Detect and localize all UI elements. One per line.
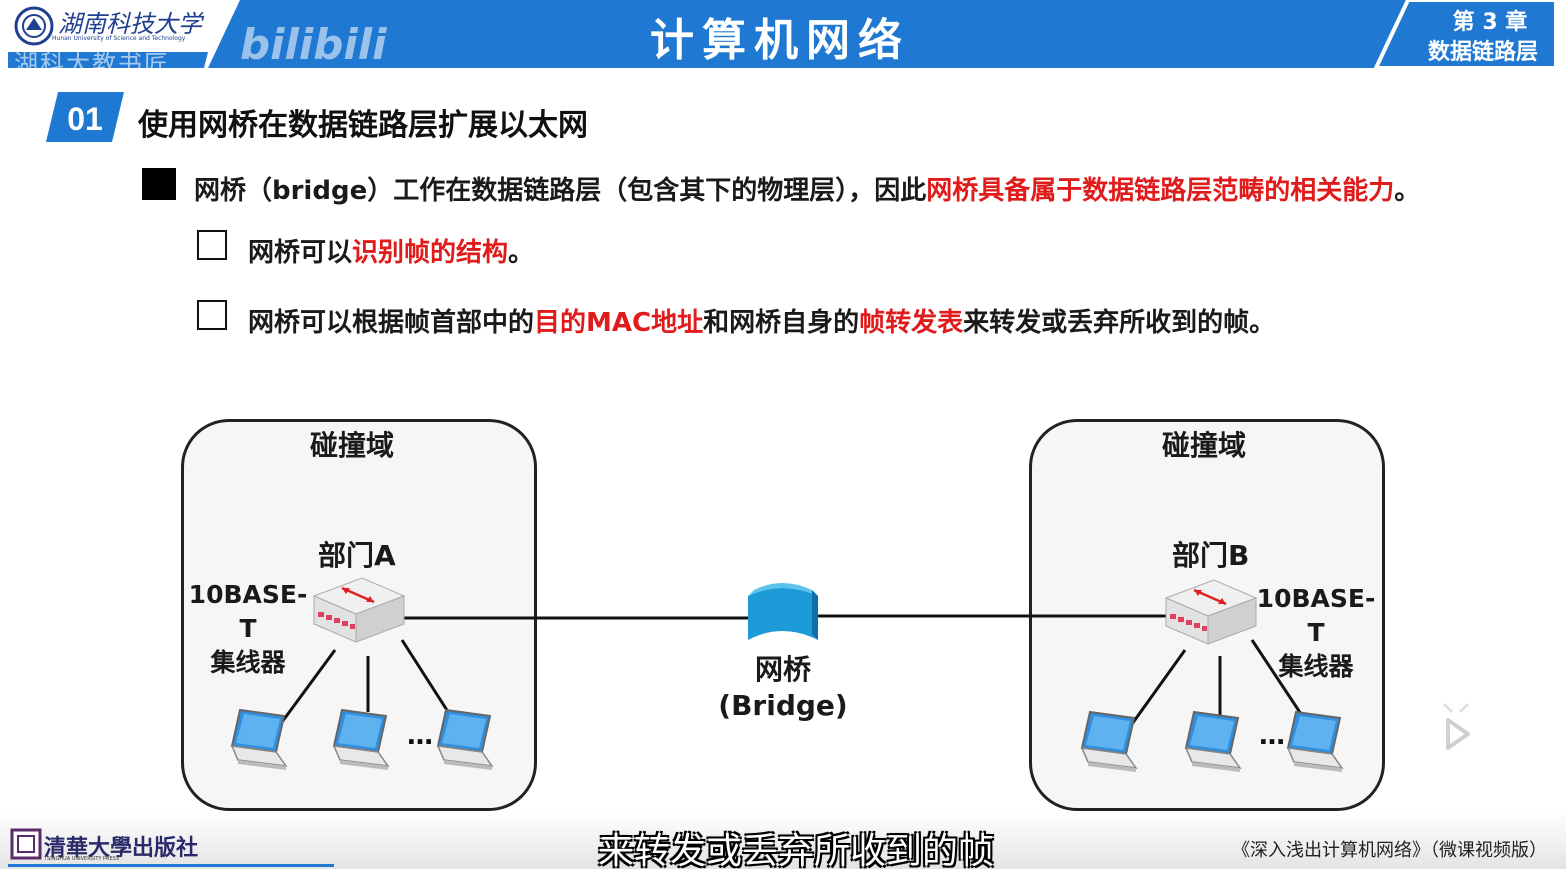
hub-left-icon xyxy=(312,576,406,644)
hub-left-label-line1: 10BASE-T xyxy=(188,580,308,643)
uploader-watermark: 湖科大教书匠 xyxy=(14,50,170,78)
bullet-main: 网桥（bridge）工作在数据链路层（包含其下的物理层），因此网桥具备属于数据链… xyxy=(194,170,1420,207)
laptop-left-3-icon xyxy=(437,709,493,771)
bridge-label-line2: (Bridge) xyxy=(718,689,848,722)
publisher-seal-icon xyxy=(10,828,42,860)
chapter-name: 数据链路层 xyxy=(1427,40,1538,65)
bullet-sub1-text: 网桥可以 xyxy=(248,238,353,268)
bullet-sub2: 网桥可以根据帧首部中的目的MAC地址和网桥自身的帧转发表来转发或丢弃所收到的帧。 xyxy=(248,302,1275,339)
filled-square-bullet-icon xyxy=(142,168,176,200)
video-progress-bar[interactable] xyxy=(8,864,334,867)
bullet-sub2-mid: 和网桥自身的 xyxy=(703,308,860,338)
hollow-square-bullet-icon xyxy=(197,300,227,330)
hub-left-label: 10BASE-T 集线器 xyxy=(186,578,310,680)
university-name: 湖南科技大学 xyxy=(58,10,202,38)
ellipsis-left: … xyxy=(407,721,433,751)
play-button[interactable] xyxy=(1414,700,1498,768)
collision-domain-left-label: 碰撞域 xyxy=(310,429,395,462)
video-subtitle: 来转发或丢弃所收到的帧 xyxy=(598,831,995,872)
section-number-badge: 01 xyxy=(46,92,124,142)
publisher-name: 清華大學出版社 xyxy=(44,835,199,861)
department-a-label: 部门A xyxy=(318,539,396,572)
laptop-right-3-icon xyxy=(1287,711,1343,773)
bullet-sub1-suffix: 。 xyxy=(508,238,535,268)
university-name-en: Hunan University of Science and Technolo… xyxy=(52,35,186,42)
hollow-square-bullet-icon xyxy=(197,230,227,260)
laptop-left-1-icon xyxy=(231,709,287,771)
play-icon xyxy=(1442,702,1470,750)
hub-left-label-line2: 集线器 xyxy=(210,648,286,677)
collision-domain-right-label: 碰撞域 xyxy=(1162,429,1247,462)
bullet-sub1: 网桥可以识别帧的结构。 xyxy=(248,232,534,269)
course-title: 计算机网络 xyxy=(650,15,910,66)
chapter-number: 第 3 章 xyxy=(1452,10,1528,35)
bullet-main-text: 网桥（bridge）工作在数据链路层（包含其下的物理层），因此 xyxy=(194,176,927,206)
section-number: 01 xyxy=(67,101,103,137)
bullet-main-highlight: 网桥具备属于数据链路层范畴的相关能力 xyxy=(926,176,1395,206)
bullet-sub2-highlight-mac: 目的MAC地址 xyxy=(534,308,704,338)
chapter-panel-bg xyxy=(1373,0,1556,68)
book-title: 《深入浅出计算机网络》（微课视频版） xyxy=(1232,840,1547,861)
hub-right-label-line1: 10BASE-T xyxy=(1256,584,1376,647)
cable-right-1 xyxy=(1130,649,1187,725)
laptop-right-2-icon xyxy=(1185,711,1241,773)
bridge-icon xyxy=(748,583,818,640)
bullet-sub1-highlight: 识别帧的结构 xyxy=(352,238,509,268)
cable-left-1 xyxy=(280,649,337,723)
bullet-sub2-suffix: 来转发或丢弃所收到的帧。 xyxy=(963,308,1276,338)
laptop-right-1-icon xyxy=(1081,711,1137,773)
publisher-name-en: TSINGHUA UNIVERSITY PRESS xyxy=(44,856,120,862)
ellipsis-right: … xyxy=(1259,721,1285,751)
hub-right-label: 10BASE-T 集线器 xyxy=(1252,582,1380,684)
laptop-left-2-icon xyxy=(333,709,389,771)
bridge-label-line1: 网桥 xyxy=(754,653,811,686)
header-shapes xyxy=(8,0,1556,68)
logo-panel-strip xyxy=(8,52,208,68)
section-title: 使用网桥在数据链路层扩展以太网 xyxy=(138,108,588,143)
university-seal-icon xyxy=(14,6,54,46)
bullet-main-suffix: 。 xyxy=(1394,176,1421,206)
bilibili-watermark: bilibili xyxy=(240,20,387,69)
department-b-label: 部门B xyxy=(1172,539,1250,572)
slide-header xyxy=(8,0,1556,68)
logo-panel-bg xyxy=(8,0,240,68)
bridge-label: 网桥 (Bridge) xyxy=(700,652,866,724)
bullet-sub2-text: 网桥可以根据帧首部中的 xyxy=(248,308,535,338)
hub-right-icon xyxy=(1164,578,1258,646)
bullet-sub2-highlight-table: 帧转发表 xyxy=(859,308,964,338)
cable-right-3 xyxy=(1250,639,1307,721)
hub-right-label-line2: 集线器 xyxy=(1278,652,1354,681)
video-footer-bar xyxy=(0,812,1566,869)
cable-left-3 xyxy=(400,639,454,719)
